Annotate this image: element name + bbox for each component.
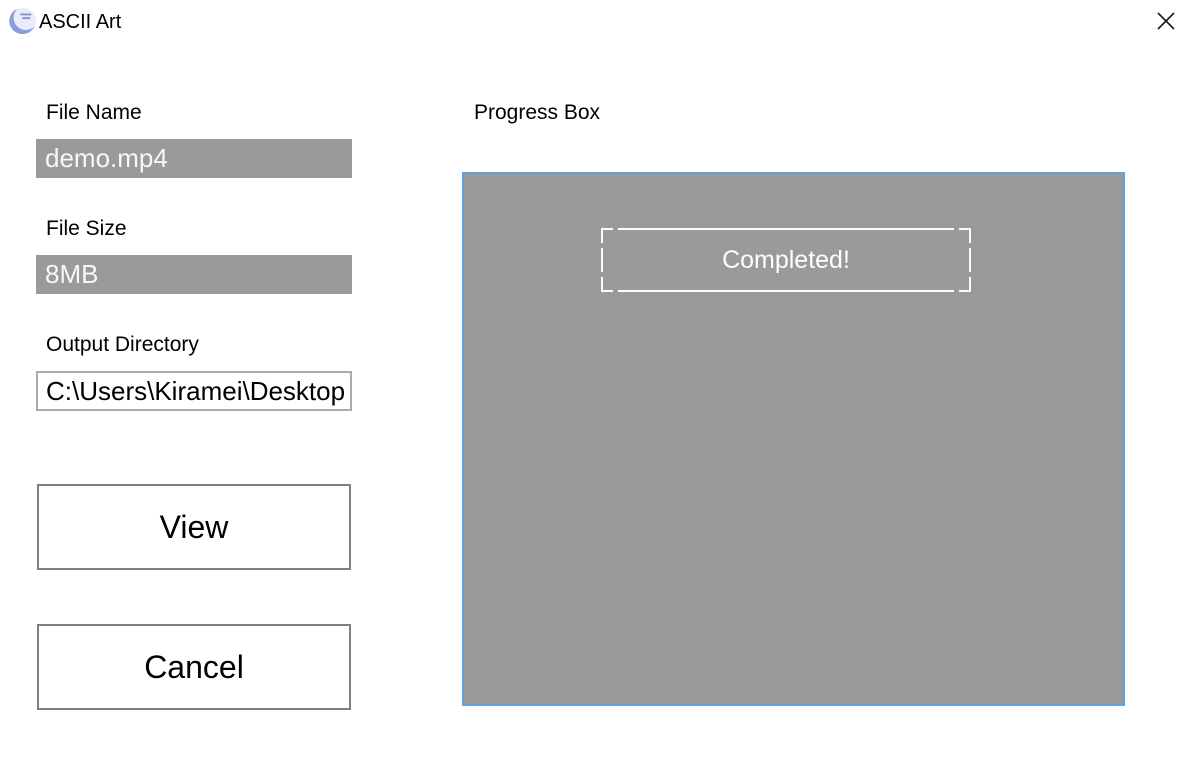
output-directory-label: Output Directory (46, 333, 199, 356)
progress-box: Completed! (462, 172, 1125, 706)
close-button[interactable] (1146, 4, 1186, 40)
progress-box-label: Progress Box (474, 101, 601, 124)
file-name-label: File Name (46, 101, 142, 124)
completed-status-button[interactable]: Completed! (601, 228, 971, 292)
output-directory-input[interactable] (36, 371, 352, 411)
file-size-label: File Size (46, 217, 127, 240)
window-title: ASCII Art (39, 11, 122, 33)
completed-status-text: Completed! (722, 245, 850, 274)
file-name-field: demo.mp4 (36, 139, 352, 178)
close-icon (1157, 11, 1175, 33)
dashed-border (601, 228, 971, 292)
app-icon (8, 6, 38, 36)
file-size-field: 8MB (36, 255, 352, 294)
view-button[interactable]: View (37, 484, 351, 570)
cancel-button[interactable]: Cancel (37, 624, 351, 710)
